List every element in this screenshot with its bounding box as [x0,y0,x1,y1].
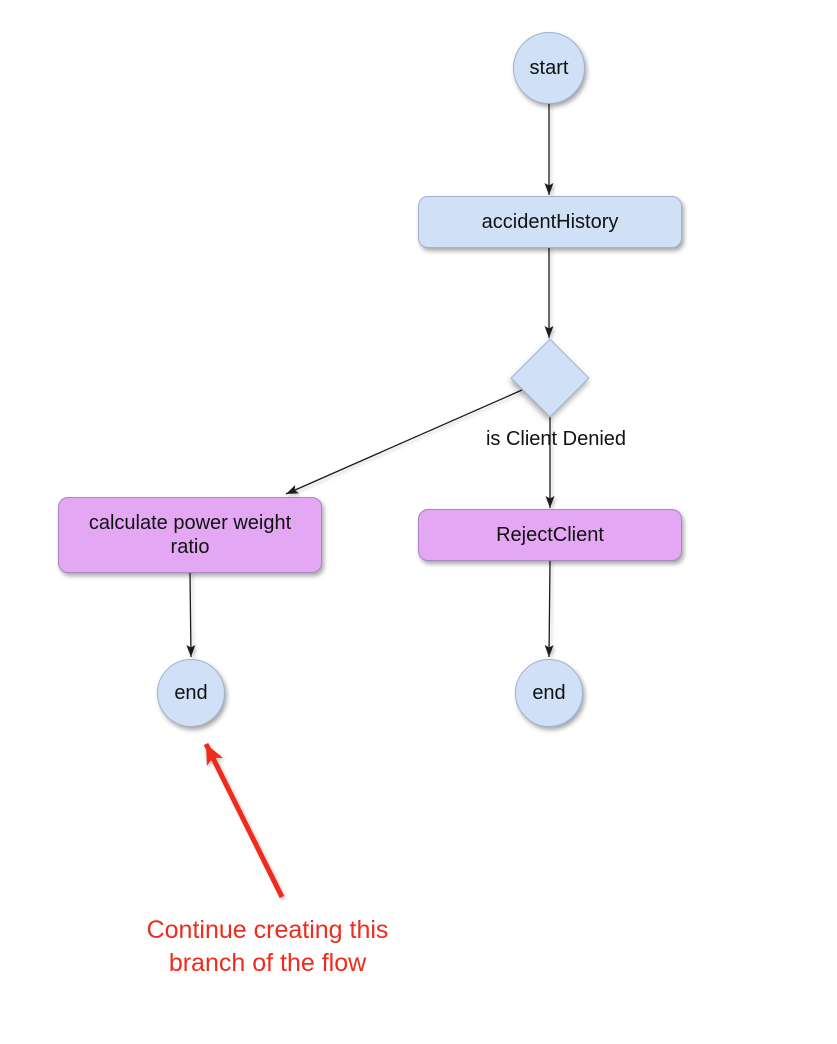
annotation-arrow [203,742,285,899]
node-start-label: start [529,57,569,79]
annotation-note: Continue creating this branch of the flo… [146,916,389,977]
node-end-right[interactable]: end [515,659,583,727]
node-calculate-power-weight-ratio[interactable]: calculate power weight ratio [58,497,322,573]
node-reject-client-label: RejectClient [496,524,604,546]
node-reject-client[interactable]: RejectClient [418,509,682,561]
node-end-left[interactable]: end [157,659,225,727]
node-end-right-label: end [532,682,566,704]
edge-calculate-to-end-left [186,572,196,658]
node-accident-history-label: accidentHistory [481,211,619,233]
edge-decision-to-calculate [285,389,523,495]
node-calculate-label: calculate power weight ratio [88,512,292,558]
node-end-left-label: end [174,682,208,704]
node-accident-history[interactable]: accidentHistory [418,196,682,248]
decision-label: is Client Denied [485,428,627,450]
node-start[interactable]: start [513,32,585,104]
edge-rejectclient-to-end-right [544,560,554,658]
